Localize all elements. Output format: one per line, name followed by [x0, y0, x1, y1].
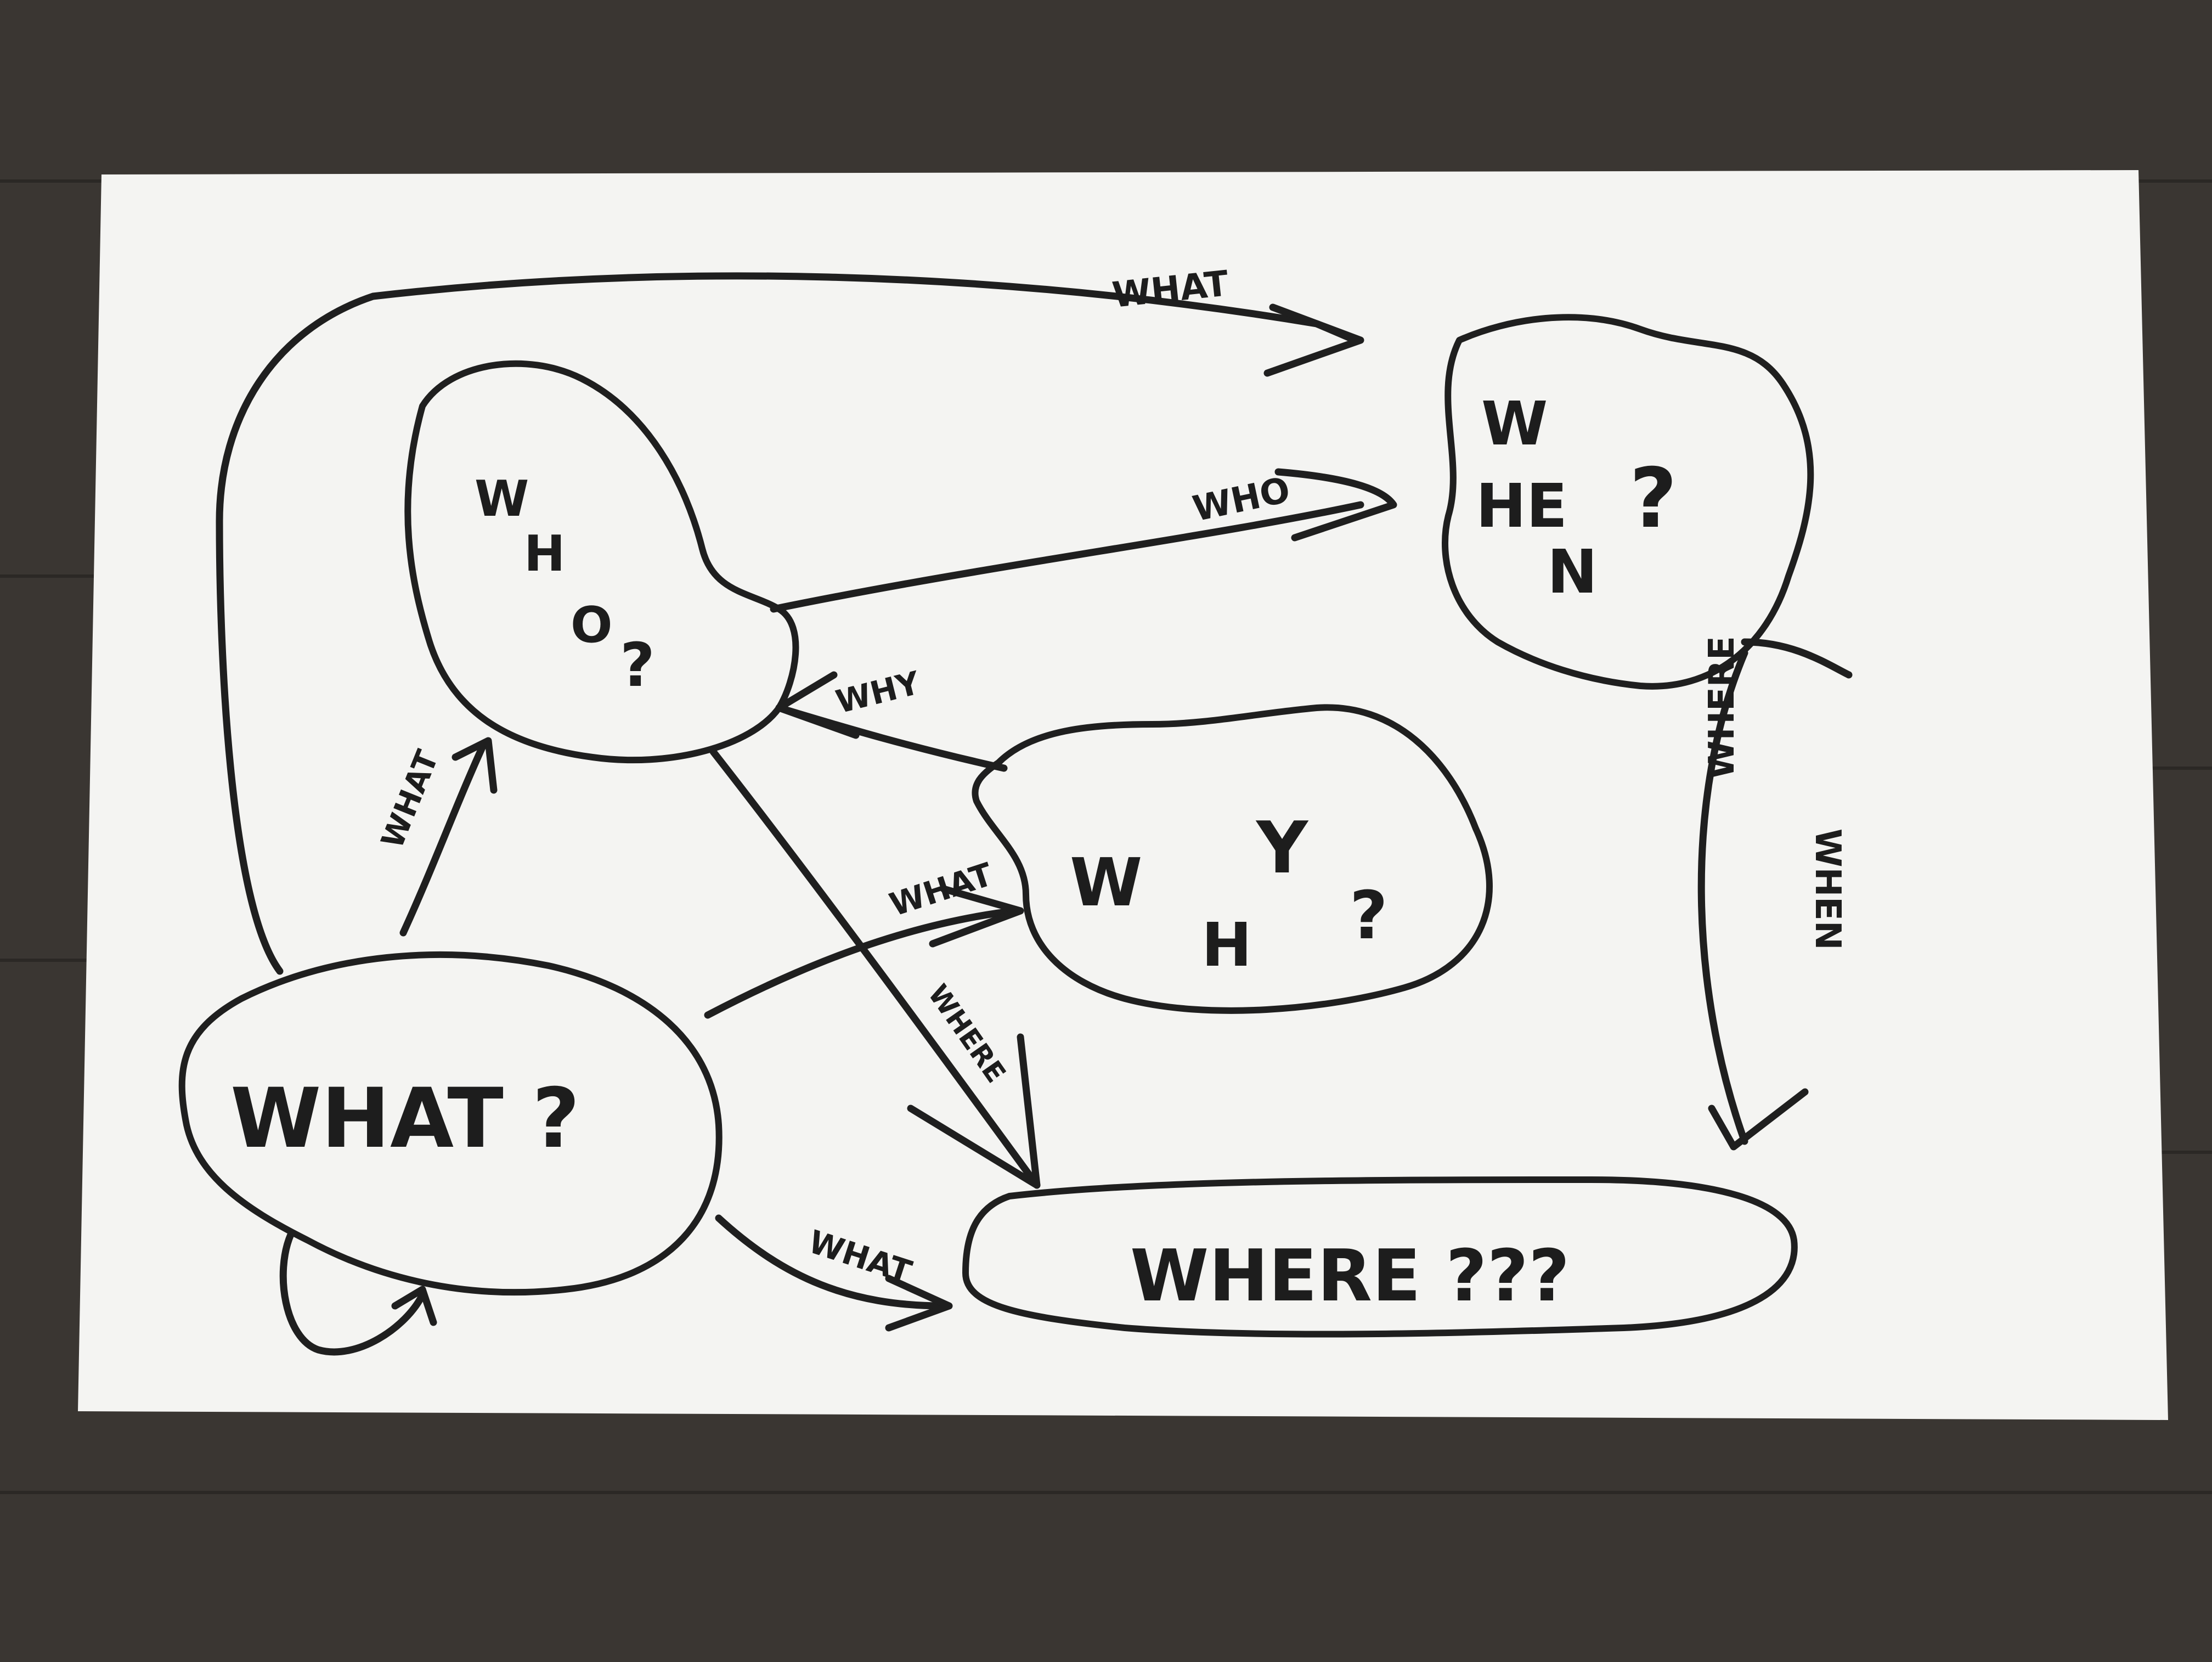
node-when-letter-n: N	[1547, 537, 1598, 607]
node-who-letter-w: W	[475, 470, 529, 528]
arrow-who-to-when-line	[770, 501, 1364, 613]
arrow-when-where-line	[1697, 649, 1748, 1145]
arrow-what-to-who-line	[399, 742, 487, 937]
arrow-what-to-where-line	[715, 1214, 947, 1310]
arrow-what-to-when-head	[1263, 303, 1364, 377]
arrow-what-self-loop-head	[391, 1286, 437, 1326]
arrows	[216, 272, 1853, 1356]
arrow-what-to-why-line	[704, 907, 1019, 1019]
arrow-who-to-where-head	[907, 1033, 1041, 1189]
arrow-what-self-loop-line	[279, 1231, 426, 1356]
node-why-letter-h: H	[1201, 910, 1252, 980]
edge-label-when-to-where: WHERE	[1702, 636, 1742, 779]
node-where-label: WHERE ???	[1130, 1234, 1570, 1317]
edge-label-where-to-when: WHEN	[1807, 829, 1848, 950]
what-bubble	[178, 951, 723, 1296]
why-bubble	[972, 704, 1493, 1014]
where-bubble	[962, 1176, 1798, 1338]
arrow-who-to-where-line	[709, 748, 1041, 1189]
node-why-letter-y: Y	[1255, 806, 1309, 889]
arrow-what-to-who-head	[452, 737, 498, 794]
arrow-when-to-where-head	[1708, 1088, 1809, 1151]
node-who-letter-o: O	[571, 596, 613, 654]
node-why-question-mark: ?	[1350, 878, 1388, 954]
node-when-letter-w: W	[1481, 388, 1548, 459]
arrow-what-to-when-line	[216, 272, 1359, 975]
node-what-label: WHAT ?	[230, 1071, 580, 1167]
arrow-why-to-who-head	[775, 671, 860, 739]
paper-sheet	[78, 170, 2168, 1420]
node-who-letter-h: H	[524, 525, 565, 583]
arrow-what-to-why-head	[929, 885, 1024, 948]
node-why-letter-w: W	[1070, 845, 1142, 921]
node-when-question-mark: ?	[1629, 451, 1677, 547]
when-bubble	[1442, 314, 1814, 690]
arrow-who-to-when-head	[1274, 468, 1397, 542]
arrow-where-to-when-head	[1741, 638, 1853, 679]
node-who-question-mark: ?	[620, 630, 655, 700]
who-bubble	[404, 360, 799, 764]
node-when-letters-he: HE	[1476, 471, 1567, 541]
arrow-what-to-where-head	[885, 1275, 953, 1332]
